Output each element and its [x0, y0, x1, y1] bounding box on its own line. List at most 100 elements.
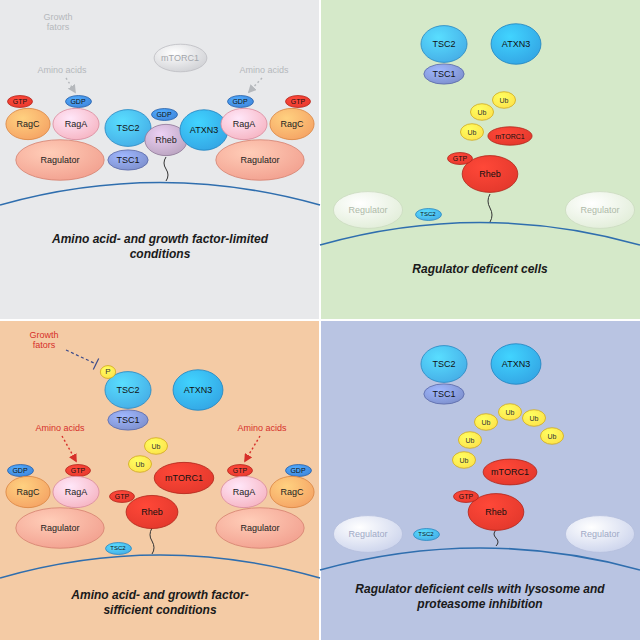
shape-fill	[6, 108, 50, 139]
protein-label: GDP	[156, 111, 171, 118]
atxn3-protein: ATXN3	[172, 368, 224, 412]
protein-label: Ub	[478, 109, 487, 116]
condition-panel: Amino acid- and growth factor-limited co…	[0, 0, 320, 320]
dotted-arrow	[245, 436, 260, 461]
shape-fill	[565, 516, 634, 553]
shape-fill	[126, 495, 178, 528]
shape-fill	[452, 452, 475, 469]
protein-label: GDP	[70, 98, 85, 105]
shape-fill	[8, 95, 33, 107]
shape-fill	[105, 542, 131, 554]
shape-fill	[221, 476, 267, 507]
shape-fill	[6, 476, 50, 507]
ubiquitin-tag: Ub	[540, 427, 564, 445]
ragulator-faded: Regulator	[332, 190, 404, 230]
tsc1-protein: TSC1	[423, 383, 465, 405]
protein-label: Ub	[466, 437, 475, 444]
protein-label: TSC1	[116, 416, 139, 425]
atxn3-protein: ATXN3	[490, 22, 542, 66]
protein-label: Ub	[136, 461, 145, 468]
ragc-protein: RagC	[5, 475, 51, 509]
signal-label: Amino acids	[237, 423, 286, 433]
shape-fill	[228, 464, 253, 476]
protein-label: Ub	[500, 97, 509, 104]
mtorc1-complex: mTORC1	[487, 126, 533, 146]
protein-label: Ub	[460, 457, 469, 464]
protein-label: GTP	[453, 155, 467, 162]
dotted-arrow	[66, 78, 75, 92]
protein-label: Ragulator	[40, 156, 79, 165]
signal-label: Growth fators	[22, 330, 66, 351]
panel-ground	[320, 320, 640, 640]
protein-label: ATXN3	[502, 40, 530, 49]
ragulator-complex: Ragulator	[14, 138, 106, 182]
shape-fill	[474, 414, 497, 431]
gtp-badge: GTP	[65, 464, 91, 477]
panel-ground	[0, 320, 320, 640]
atxn3-protein: ATXN3	[490, 342, 542, 386]
protein-label: RagC	[280, 120, 303, 129]
protein-label: Rheb	[141, 508, 163, 517]
ubiquitin-tag: Ub	[144, 437, 168, 455]
shape-fill	[470, 104, 493, 121]
gtp-badge: GTP	[447, 152, 473, 165]
protein-label: mTORC1	[491, 468, 529, 477]
shape-fill	[7, 464, 33, 476]
ubiquitin-tag: Ub	[452, 451, 476, 469]
panel-ground	[0, 0, 320, 320]
shape-fill	[173, 370, 223, 410]
signal-label: Amino acids	[35, 423, 84, 433]
shape-fill	[53, 476, 99, 507]
protein-label: TSC2	[432, 360, 455, 369]
protein-label: Ragulator	[40, 524, 79, 533]
protein-label: Ragulator	[240, 524, 279, 533]
shape-fill	[216, 508, 304, 548]
ubiquitin-tag: Ub	[460, 123, 484, 141]
shape-fill	[491, 344, 541, 384]
gtp-badge: GTP	[285, 95, 311, 108]
protein-label: Ragulator	[240, 156, 279, 165]
ragulator-faded: Regulator	[564, 190, 636, 230]
shape-fill	[483, 459, 537, 485]
protein-label: Ub	[152, 443, 161, 450]
protein-label: GTP	[71, 467, 85, 474]
gtp-badge: GTP	[453, 490, 479, 503]
raga-protein: RagA	[220, 475, 268, 509]
shape-fill	[488, 127, 532, 145]
condition-panel: Ragulator deficient cells with lysosome …	[320, 320, 640, 640]
shape-fill	[128, 456, 151, 473]
tsc2-protein: TSC2	[420, 344, 468, 384]
protein-label: TSC2	[110, 545, 125, 551]
shape-fill	[424, 384, 464, 404]
protein-label: mTORC1	[165, 474, 203, 483]
panel-divider	[0, 319, 640, 321]
shape-fill	[424, 64, 464, 84]
condition-panel: Ragulator deficent cellsTSC2TSC1ATXN3Rhe…	[320, 0, 640, 320]
ubiquitin-tag: Ub	[128, 455, 152, 473]
shape-fill	[286, 95, 311, 107]
rheb-protein: Rheb	[125, 494, 179, 530]
shape-fill	[270, 476, 314, 507]
protein-label: TSC2	[116, 124, 139, 133]
lipid-anchor	[488, 194, 492, 222]
ragulator-complex: Ragulator	[14, 506, 106, 550]
shape-fill	[421, 346, 467, 383]
gdp-badge: GDP	[285, 464, 312, 477]
raga-protein: RagA	[220, 107, 268, 141]
shape-fill	[16, 508, 104, 548]
shape-fill	[110, 490, 135, 502]
protein-label: TSC2	[432, 40, 455, 49]
dotted-arrow	[249, 78, 262, 92]
shape-fill	[522, 410, 545, 427]
shape-fill	[66, 464, 91, 476]
ragulator-complex: Ragulator	[214, 506, 306, 550]
shape-fill	[221, 108, 267, 139]
signal-label: Amino acids	[37, 65, 86, 75]
protein-label: mTORC1	[161, 54, 199, 63]
protein-label: TSC2	[418, 531, 433, 537]
gtp-badge: GTP	[109, 490, 135, 503]
protein-label: RagC	[16, 120, 39, 129]
protein-label: TSC1	[116, 156, 139, 165]
ubiquitin-tag: Ub	[474, 413, 498, 431]
